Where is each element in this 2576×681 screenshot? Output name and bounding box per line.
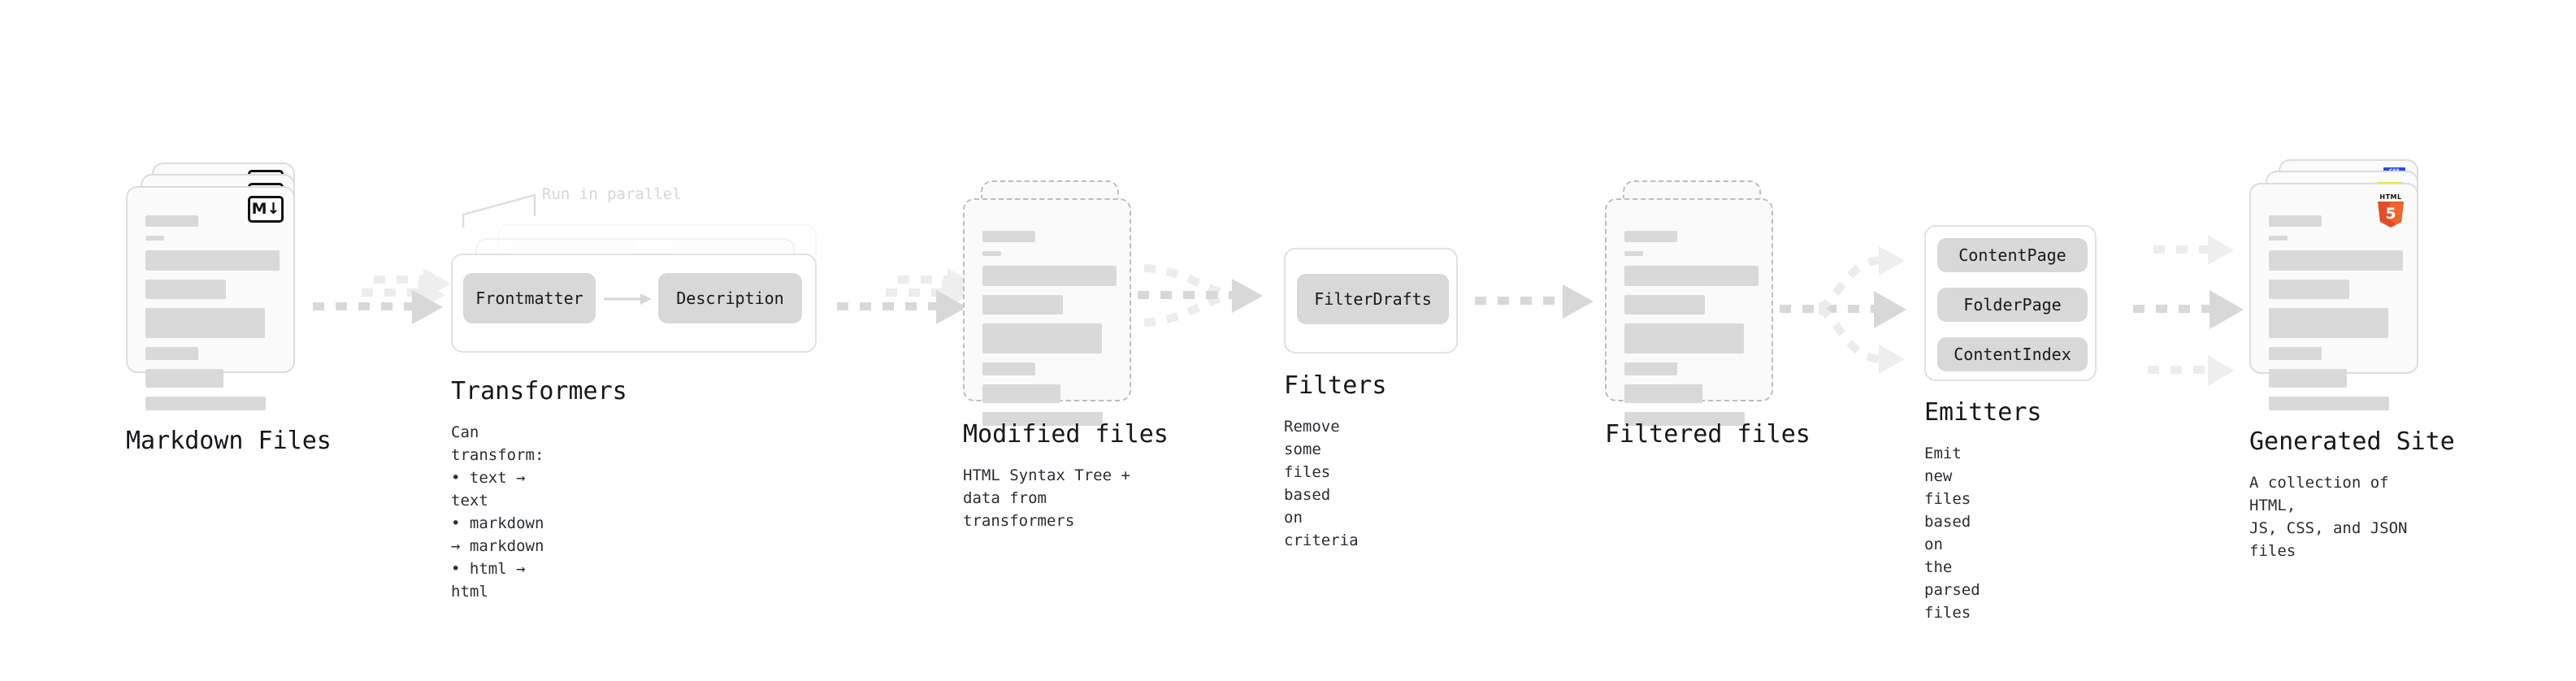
skeleton-bar — [1624, 251, 1643, 256]
stage-title-generated-site: Generated Site — [2249, 427, 2455, 456]
card-skeleton-lines — [982, 231, 1117, 435]
stage-generated-site: CSS HTML 5 — [2249, 159, 2455, 560]
filters-box: FilterDrafts — [1284, 248, 1458, 354]
connector-modified-to-filters — [1138, 264, 1263, 327]
skeleton-bar — [2269, 347, 2322, 360]
skeleton-bar — [1624, 323, 1744, 354]
modified-card-front — [963, 198, 1131, 426]
filter-pill-filterdrafts[interactable]: FilterDrafts — [1297, 274, 1449, 324]
skeleton-bar — [2269, 280, 2349, 299]
connector-markdown-to-transformers — [313, 268, 451, 324]
run-in-parallel-label: Run in parallel — [542, 185, 682, 203]
card-skeleton-lines — [1624, 231, 1759, 435]
generated-site-stack: CSS HTML 5 — [2249, 159, 2444, 410]
skeleton-bar — [145, 369, 223, 388]
card-skeleton-lines — [2269, 215, 2403, 419]
skeleton-bar — [982, 323, 1102, 354]
connector-filters-to-filtered — [1475, 284, 1594, 319]
skeleton-bar — [145, 280, 226, 299]
html5-badge-word: HTML — [2379, 193, 2402, 201]
emitter-pill-contentpage[interactable]: ContentPage — [1937, 238, 2088, 272]
stage-markdown-files: M↓ M↓ M↓ — [126, 163, 332, 455]
markdown-card-front: M↓ — [126, 186, 295, 410]
transformer-pill-frontmatter[interactable]: Frontmatter — [463, 273, 596, 323]
card-skeleton-lines — [145, 215, 280, 419]
stage-subtitle-transformers: Can transform: • text → text • markdown … — [451, 423, 544, 601]
skeleton-bar — [145, 250, 280, 271]
skeleton-bar — [145, 347, 198, 360]
skeleton-bar — [1624, 295, 1705, 314]
skeleton-bar — [1624, 231, 1677, 242]
skeleton-bar — [1624, 362, 1677, 375]
stage-modified-files: Modified files HTML Syntax Tree + data f… — [963, 180, 1169, 530]
skeleton-bar — [145, 236, 164, 241]
filtered-file-stack — [1605, 180, 1784, 426]
skeleton-bar — [982, 231, 1035, 242]
skeleton-bar — [2269, 236, 2288, 241]
skeleton-bar — [1624, 412, 1745, 426]
stage-title-transformers: Transformers — [451, 377, 627, 406]
skeleton-bar — [982, 412, 1103, 426]
skeleton-bar — [2269, 369, 2347, 388]
emitters-box: ContentPage FolderPage ContentIndex — [1924, 225, 2097, 381]
skeleton-bar — [145, 397, 266, 410]
markdown-badge-front: M↓ — [248, 196, 284, 223]
generated-card-front: HTML 5 — [2249, 183, 2418, 410]
stage-subtitle-emitters: Emit new files based on the parsed files — [1924, 445, 1980, 622]
transformers-inner-arrow — [604, 293, 652, 305]
skeleton-bar — [2269, 250, 2403, 271]
markdown-file-stack: M↓ M↓ M↓ — [126, 163, 313, 410]
stage-subtitle-generated-site: A collection of HTML, JS, CSS, and JSON … — [2249, 474, 2408, 560]
skeleton-bar — [1624, 384, 1702, 403]
skeleton-bar — [982, 266, 1117, 286]
skeleton-bar — [982, 384, 1060, 403]
filtered-card-front — [1605, 198, 1773, 426]
modified-file-stack — [963, 180, 1142, 426]
stage-filtered-files: Filtered files — [1605, 180, 1811, 449]
stage-title-filtered-files: Filtered files — [1605, 420, 1811, 449]
stage-title-modified-files: Modified files — [963, 420, 1169, 449]
stage-title-markdown-files: Markdown Files — [126, 427, 332, 455]
transformers-box-front: Frontmatter Description — [451, 254, 817, 353]
html5-badge-number: 5 — [2385, 205, 2396, 223]
skeleton-bar — [2269, 215, 2322, 227]
stage-subtitle-modified-files: HTML Syntax Tree + data from transformer… — [963, 466, 1130, 530]
stage-title-emitters: Emitters — [1924, 398, 2042, 427]
connector-transformers-to-modified — [837, 268, 975, 324]
emitter-pill-contentindex[interactable]: ContentIndex — [1937, 337, 2088, 371]
html5-shield-inner — [2390, 202, 2403, 225]
skeleton-bar — [982, 251, 1001, 256]
skeleton-bar — [145, 308, 265, 338]
skeleton-bar — [982, 362, 1035, 375]
connector-filtered-to-emitters — [1780, 246, 1906, 374]
skeleton-bar — [2269, 397, 2389, 410]
skeleton-bar — [2269, 308, 2388, 338]
transformer-pill-description[interactable]: Description — [658, 273, 802, 323]
skeleton-bar — [1624, 266, 1759, 286]
stage-subtitle-filters: Remove some files based on criteria — [1284, 418, 1359, 549]
skeleton-bar — [145, 215, 198, 227]
skeleton-bar — [982, 295, 1063, 314]
html5-badge: HTML 5 — [2376, 193, 2405, 228]
run-in-parallel-bracket — [462, 193, 536, 228]
stage-title-filters: Filters — [1284, 371, 1387, 400]
connector-emitters-to-site — [2133, 235, 2244, 386]
emitter-pill-folderpage[interactable]: FolderPage — [1937, 288, 2088, 322]
